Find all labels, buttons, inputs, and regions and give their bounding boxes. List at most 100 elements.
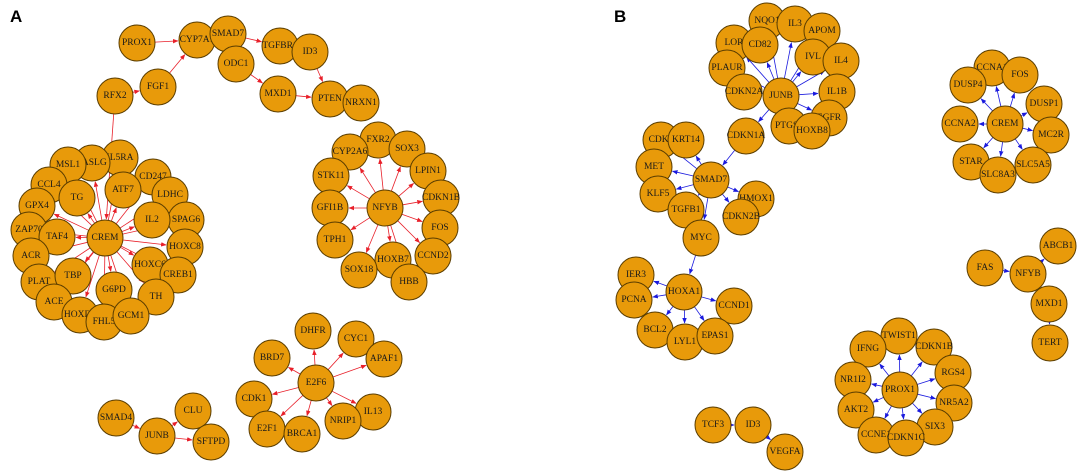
node-label: IER3 bbox=[626, 270, 646, 280]
node-hoxa1: HOXA1 bbox=[665, 273, 703, 311]
node-cyc1: CYC1 bbox=[337, 320, 375, 358]
node-circle bbox=[104, 171, 142, 209]
edge-nfyb-to-fos bbox=[401, 213, 423, 222]
node-prox1: PROX1 bbox=[118, 24, 156, 62]
edge-junb-to-egfr bbox=[797, 103, 813, 111]
edge-prox1-to-cdkn1b bbox=[910, 361, 923, 377]
edge-smad7-to-hmox1 bbox=[727, 186, 740, 192]
node-circle bbox=[692, 161, 730, 199]
node-nr1i2: NR1I2 bbox=[834, 361, 872, 399]
node-cdkn2b: CDKN2B bbox=[722, 198, 760, 236]
node-dusp1: DUSP1 bbox=[1025, 85, 1063, 123]
node-label: CREM bbox=[992, 119, 1019, 129]
edge-junb-to-sftpd bbox=[174, 437, 193, 442]
edge-crem-to-il2 bbox=[121, 226, 135, 232]
node-label: GPX4 bbox=[25, 201, 49, 211]
node-label: HOXC8 bbox=[169, 242, 201, 252]
node-label: DUSP1 bbox=[1029, 99, 1058, 109]
node-label: TG bbox=[71, 193, 84, 203]
node-label: LYL1 bbox=[674, 337, 697, 347]
edge-prox1-to-cdkn1c bbox=[900, 407, 906, 420]
node-label: MXD1 bbox=[265, 89, 292, 99]
node-label: HOXB7 bbox=[377, 255, 409, 265]
node-label: NRXN1 bbox=[345, 98, 377, 108]
node-klf5: KLF5 bbox=[639, 175, 677, 213]
node-label: SLC8A3 bbox=[981, 170, 1015, 180]
node-slc5a5: SLC5A5 bbox=[1014, 146, 1052, 184]
node-label: ACE bbox=[45, 297, 64, 307]
node-circle bbox=[887, 419, 925, 457]
edge-crem-to-hoxd9 bbox=[85, 254, 100, 298]
panel-letter-a: A bbox=[10, 7, 22, 26]
node-label: FAS bbox=[977, 263, 994, 273]
node-label: IL4 bbox=[834, 56, 848, 66]
node-label: CDKN1A bbox=[727, 131, 766, 141]
node-smad7: SMAD7 bbox=[692, 161, 730, 199]
node-fgf1: FGF1 bbox=[139, 68, 177, 106]
node-circle bbox=[96, 77, 134, 115]
node-circle bbox=[725, 73, 763, 111]
node-circle bbox=[696, 317, 734, 355]
node-circle bbox=[259, 75, 297, 113]
node-label: LPIN1 bbox=[415, 166, 441, 176]
node-label: BRCA1 bbox=[287, 429, 318, 439]
node-tert: TERT bbox=[1031, 324, 1069, 362]
node-tbp: TBP bbox=[54, 257, 92, 295]
edge-fas-to-nfyb bbox=[1002, 268, 1010, 273]
node-odc1: ODC1 bbox=[217, 45, 255, 83]
edge-hoxa1-to-epas1 bbox=[694, 306, 705, 321]
edge-hoxa1-to-ccnd1 bbox=[701, 296, 717, 302]
node-circle bbox=[837, 391, 875, 429]
node-il4: IL4 bbox=[822, 42, 860, 80]
node-label: NR1I2 bbox=[840, 375, 866, 385]
node-label: AKT2 bbox=[844, 405, 869, 415]
node-label: PLAUR bbox=[711, 63, 743, 73]
node-clu: CLU bbox=[174, 392, 212, 430]
edge-prox1-to-ifng bbox=[879, 363, 890, 377]
node-label: NR5A2 bbox=[939, 398, 969, 408]
node-mxd1: MXD1 bbox=[259, 75, 297, 113]
panel-b-edges bbox=[652, 39, 1052, 441]
node-label: CREM bbox=[92, 233, 119, 243]
edge-prox1-to-akt2 bbox=[872, 397, 884, 403]
node-circle bbox=[192, 423, 230, 461]
node-label: CYP2A6 bbox=[333, 147, 368, 157]
node-label: TWIST1 bbox=[882, 331, 916, 341]
edge-myc-to-hoxa1 bbox=[689, 255, 696, 275]
node-label: ATF7 bbox=[112, 185, 134, 195]
node-atf7: ATF7 bbox=[104, 171, 142, 209]
node-label: MET bbox=[644, 162, 664, 172]
node-circle bbox=[915, 328, 953, 366]
node-circle bbox=[1031, 324, 1069, 362]
node-il13: IL13 bbox=[354, 393, 392, 431]
node-cdkn1c: CDKN1C bbox=[887, 419, 925, 457]
node-label: ZAP70 bbox=[15, 225, 43, 235]
node-pcna: PCNA bbox=[615, 281, 653, 319]
node-circle bbox=[390, 263, 428, 301]
edge-odc1-to-mxd1 bbox=[250, 74, 263, 84]
node-circle bbox=[294, 312, 332, 350]
node-label: PROX1 bbox=[885, 385, 915, 395]
node-gcm1: GCM1 bbox=[112, 297, 150, 335]
edge-nfyb-to-ccnd2 bbox=[397, 220, 420, 243]
node-circle bbox=[297, 364, 335, 402]
node-rfx2: RFX2 bbox=[96, 77, 134, 115]
edge-junb-to-cd82 bbox=[766, 62, 775, 80]
node-label: EGFR bbox=[817, 113, 842, 123]
node-label: HBB bbox=[399, 277, 419, 287]
edge-hoxa1-to-ier3 bbox=[653, 280, 668, 287]
edge-e2f6-to-dhfr bbox=[312, 349, 317, 366]
node-ifng: IFNG bbox=[849, 330, 887, 368]
node-circle bbox=[682, 219, 720, 257]
edge-crem-to-gpx4 bbox=[53, 213, 89, 231]
node-stk11: STK11 bbox=[312, 157, 350, 195]
edge-e2f6-to-e2f1 bbox=[280, 395, 304, 417]
node-hoxb8: HOXB8 bbox=[793, 112, 831, 150]
node-label: LDHC bbox=[157, 190, 183, 200]
node-label: KLF5 bbox=[647, 189, 670, 199]
node-circle bbox=[667, 121, 705, 159]
node-label: FOS bbox=[1011, 70, 1028, 80]
edge-junb-to-clu bbox=[171, 421, 178, 427]
